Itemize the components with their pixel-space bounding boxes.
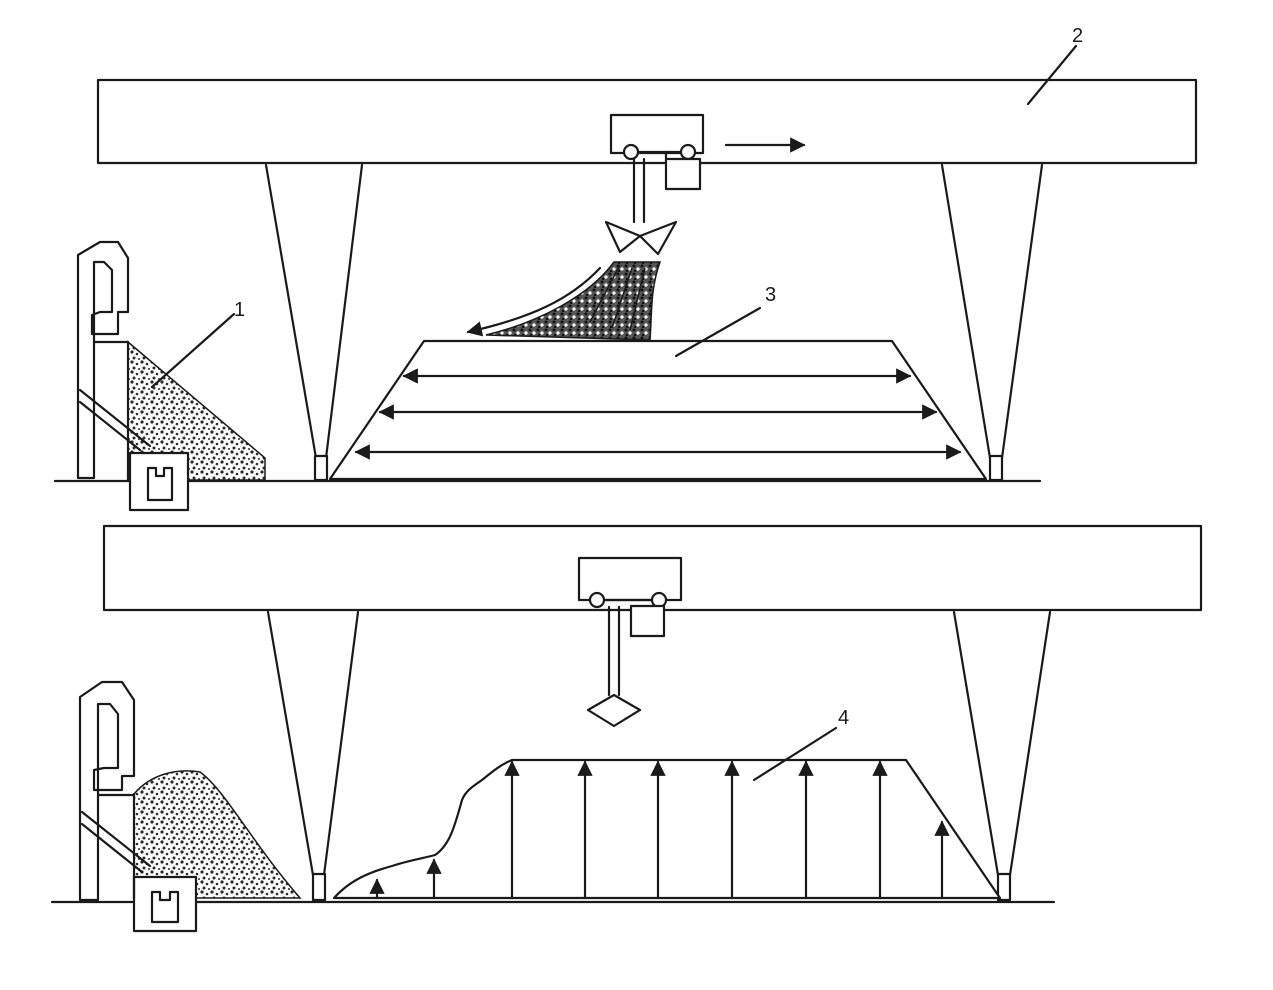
feed-station-top	[76, 240, 266, 512]
gantry-leg-right-bottom	[952, 610, 1052, 902]
stacking-pile	[328, 339, 988, 481]
feed-station-bottom	[78, 680, 302, 933]
callout-2-label: 2	[1072, 25, 1083, 47]
callout-4: 4	[752, 707, 849, 782]
callout-4-label: 4	[838, 707, 849, 729]
callout-1-label: 1	[234, 299, 245, 321]
gantry-leg-right-top	[940, 163, 1044, 482]
trolley-bottom	[577, 556, 683, 728]
gantry-leg-left-top	[264, 163, 364, 482]
discharge-stream	[466, 261, 662, 341]
callout-3: 3	[674, 284, 776, 358]
callout-3-label: 3	[765, 284, 776, 306]
callout-1: 1	[150, 299, 245, 389]
reclaim-pile	[332, 758, 1002, 900]
stacking-panel	[53, 78, 1198, 512]
reclaiming-panel	[50, 524, 1203, 933]
callout-2: 2	[1026, 25, 1083, 106]
gantry-leg-left-bottom	[266, 610, 360, 902]
trolley-top	[604, 113, 705, 256]
